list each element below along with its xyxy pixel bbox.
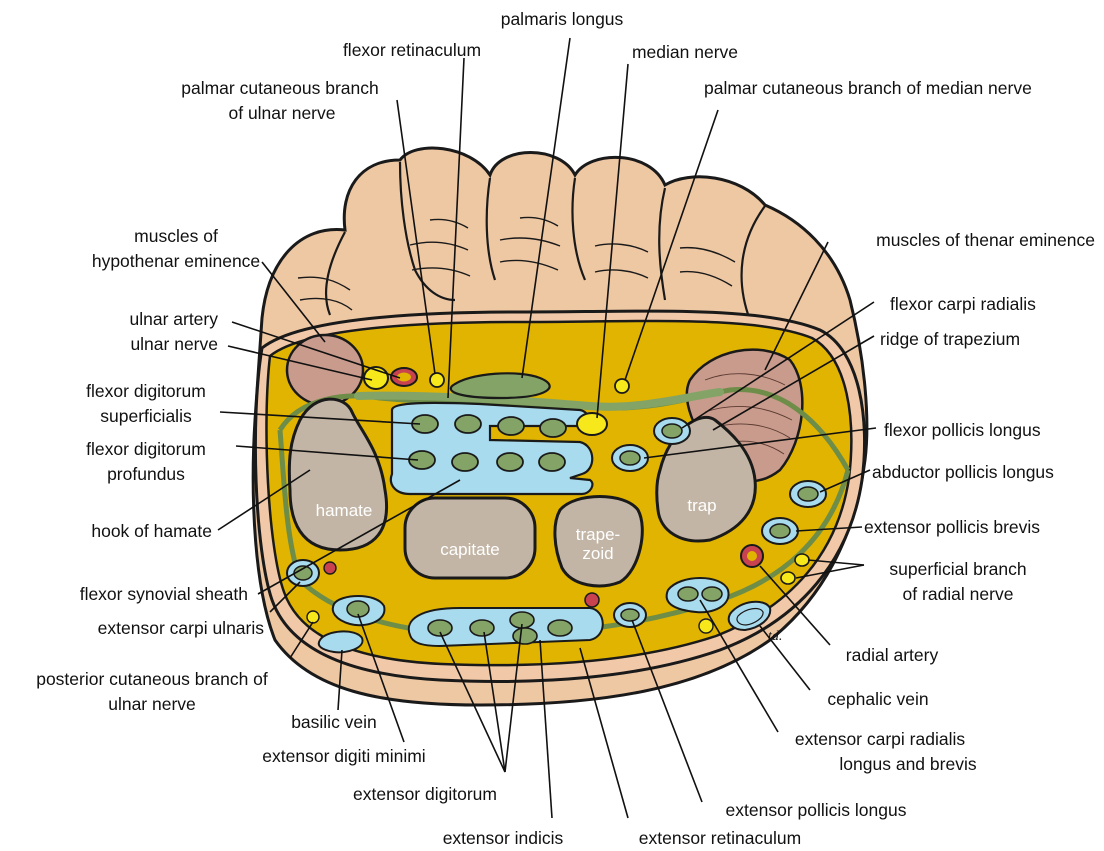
label-post-cut-2: ulnar nerve <box>108 694 196 714</box>
label-fdp-1: flexor digitorum <box>86 439 206 459</box>
label-thenar: muscles of thenar eminence <box>876 230 1095 250</box>
label-median-nerve: median nerve <box>632 42 738 62</box>
label-palmar-cut-ulnar-2: of ulnar nerve <box>228 103 335 123</box>
ed-tendon <box>470 620 494 636</box>
fds-tendon <box>455 415 481 433</box>
label-ecrl-2: longus and brevis <box>839 754 976 774</box>
label-hypothenar-2: hypothenar eminence <box>92 251 260 271</box>
small-radial-artery-branch <box>585 593 599 607</box>
label-epl: extensor pollicis longus <box>726 800 907 820</box>
bone-label-capitate: capitate <box>440 540 500 559</box>
bone-label-hamate: hamate <box>316 501 373 520</box>
fdp-tendon <box>539 453 565 471</box>
bone-label-trapezoid-1: trape- <box>576 525 620 544</box>
label-edm: extensor digiti minimi <box>262 746 425 766</box>
label-epb: extensor pollicis brevis <box>864 517 1040 537</box>
palmar-cutaneous-ulnar <box>430 373 444 387</box>
epb-tendon <box>770 524 790 538</box>
label-palmar-cut-ulnar-1: palmar cutaneous branch <box>181 78 378 98</box>
label-cephalic-vein: cephalic vein <box>827 689 928 709</box>
label-hook-hamate: hook of hamate <box>91 521 212 541</box>
palmar-cutaneous-median <box>615 379 629 393</box>
label-radial-artery: radial artery <box>846 645 939 665</box>
fdp-tendon <box>452 453 478 471</box>
label-extensor-retinaculum: extensor retinaculum <box>639 828 801 848</box>
label-ed: extensor digitorum <box>353 784 497 804</box>
ed-tendon <box>548 620 572 636</box>
fcr-tendon <box>662 424 682 438</box>
label-palmaris-longus: palmaris longus <box>501 9 624 29</box>
label-flexor-retinaculum: flexor retinaculum <box>343 40 481 60</box>
label-ridge-trapezium: ridge of trapezium <box>880 329 1020 349</box>
median-nerve <box>577 413 607 435</box>
label-fcr: flexor carpi radialis <box>890 294 1036 314</box>
fdp-tendon <box>497 453 523 471</box>
capitate-bone <box>405 498 535 578</box>
label-fdp-2: profundus <box>107 464 185 484</box>
label-post-cut-1: posterior cutaneous branch of <box>36 669 268 689</box>
label-flexor-sheath: flexor synovial sheath <box>80 584 248 604</box>
label-superficial-radial-2: of radial nerve <box>903 584 1014 604</box>
label-ecrl-1: extensor carpi radialis <box>795 729 965 749</box>
basilic-vein <box>319 631 363 652</box>
label-fds-1: flexor digitorum <box>86 381 206 401</box>
label-ulnar-nerve: ulnar nerve <box>130 334 218 354</box>
superficial-radial-nerve-1 <box>795 554 809 566</box>
epl-tendon <box>621 609 639 621</box>
signature: td. <box>768 629 782 644</box>
label-ecu: extensor carpi ulnaris <box>98 618 265 638</box>
apl-tendon <box>798 487 818 501</box>
fds-tendon <box>540 419 566 437</box>
label-hypothenar-1: muscles of <box>134 226 218 246</box>
bone-label-trapezoid-2: zoid <box>582 544 613 563</box>
label-fpl: flexor pollicis longus <box>884 420 1041 440</box>
label-apl: abductor pollicis longus <box>872 462 1054 482</box>
label-ei: extensor indicis <box>443 828 564 848</box>
fpl-tendon <box>620 451 640 465</box>
radial-artery-lumen <box>747 551 757 561</box>
ecrl-tendon <box>678 587 698 601</box>
superficial-radial-nerve-2 <box>781 572 795 584</box>
label-ulnar-artery: ulnar artery <box>129 309 218 329</box>
posterior-cutaneous-ulnar-nerve <box>307 611 319 623</box>
label-palmar-cut-median: palmar cutaneous branch of median nerve <box>704 78 1032 98</box>
yellow-nerve-small-1 <box>699 619 713 633</box>
label-basilic-vein: basilic vein <box>291 712 377 732</box>
label-superficial-radial-1: superficial branch <box>889 559 1026 579</box>
fds-tendon <box>498 417 524 435</box>
ecrb-tendon <box>702 587 722 601</box>
small-ulnar-artery-branch <box>324 562 336 574</box>
label-fds-2: superficialis <box>100 406 192 426</box>
ei-tendon <box>513 628 537 644</box>
bone-label-trap: trap <box>687 496 716 515</box>
